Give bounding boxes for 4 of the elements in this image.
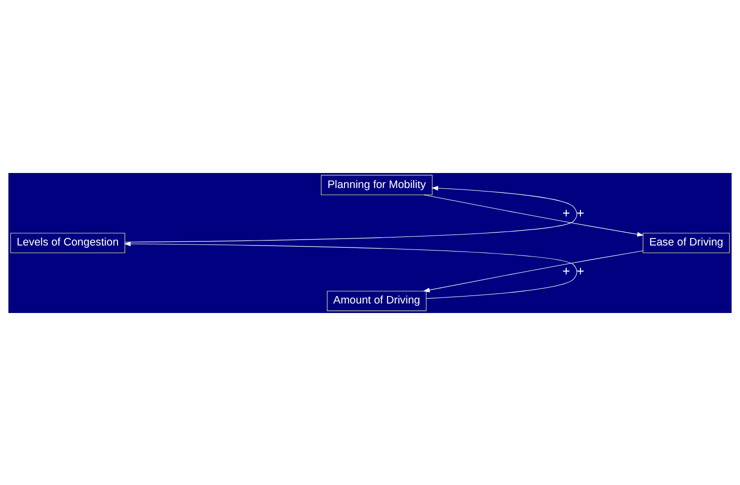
edge-label: + — [562, 204, 570, 220]
edge-label: + — [576, 262, 584, 278]
edge-label: + — [562, 262, 570, 278]
edge-label: + — [576, 204, 584, 220]
